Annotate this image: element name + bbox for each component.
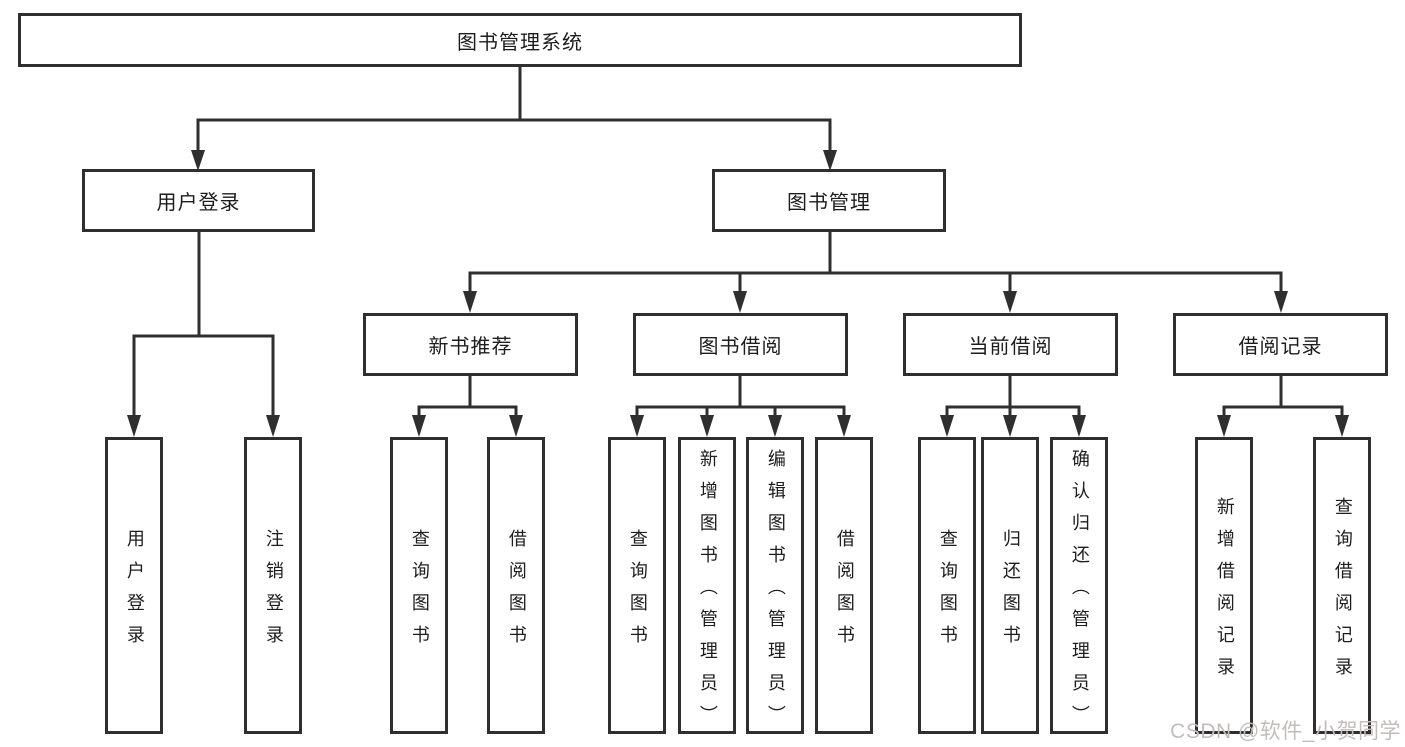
edges-new-book-recommend-to-leaves — [412, 376, 523, 437]
leaf-query-book-current: 查询图书 — [918, 437, 976, 734]
leaf-confirm-return-admin: 确认归还（管理员） — [1050, 437, 1108, 737]
leaf-query-borrow-record: 查询借阅记录 — [1313, 437, 1371, 734]
edges-user-login-to-leaves — [127, 232, 280, 437]
leaf-user-login: 用户登录 — [105, 437, 163, 734]
leaf-borrow-book-recommend: 借阅图书 — [487, 437, 545, 734]
edges-root-to-level2 — [191, 67, 837, 171]
leaf-label: 新增图书（管理员） — [697, 448, 718, 737]
edges-current-borrow-to-leaves — [940, 376, 1086, 437]
node-book-borrow: 图书借阅 — [633, 313, 848, 376]
leaf-label: 借阅图书 — [834, 528, 855, 657]
leaf-label: 借阅图书 — [506, 528, 527, 657]
edges-book-borrow-to-leaves — [630, 376, 851, 437]
leaf-label: 查询图书 — [409, 528, 430, 657]
node-borrow-records: 借阅记录 — [1173, 313, 1388, 376]
csdn-watermark: CSDN @软件_小贺同学 — [1170, 720, 1401, 743]
leaf-edit-book-admin: 编辑图书（管理员） — [746, 437, 804, 737]
leaf-label: 编辑图书（管理员） — [765, 448, 786, 737]
leaf-label: 确认归还（管理员） — [1069, 448, 1090, 737]
leaf-label: 新增借阅记录 — [1214, 496, 1235, 689]
leaf-query-book-recommend: 查询图书 — [390, 437, 448, 734]
leaf-label: 注销登录 — [263, 528, 284, 657]
node-book-management: 图书管理 — [712, 169, 946, 232]
leaf-logout-login: 注销登录 — [244, 437, 302, 734]
leaf-label: 查询借阅记录 — [1332, 496, 1353, 689]
node-root-system: 图书管理系统 — [18, 13, 1022, 67]
leaf-query-book-borrow: 查询图书 — [608, 437, 666, 734]
leaf-label: 归还图书 — [1000, 528, 1021, 657]
edges-borrow-records-to-leaves — [1217, 376, 1349, 437]
node-user-login: 用户登录 — [82, 169, 315, 232]
leaf-label: 用户登录 — [124, 528, 145, 657]
leaf-label: 查询图书 — [627, 528, 648, 657]
leaf-add-book-admin: 新增图书（管理员） — [678, 437, 736, 737]
node-new-book-recommend: 新书推荐 — [363, 313, 578, 376]
node-current-borrow: 当前借阅 — [903, 313, 1118, 376]
leaf-add-borrow-record: 新增借阅记录 — [1195, 437, 1253, 734]
leaf-borrow-book: 借阅图书 — [815, 437, 873, 734]
edges-book-management-to-level3 — [463, 232, 1288, 313]
leaf-return-book: 归还图书 — [981, 437, 1039, 734]
leaf-label: 查询图书 — [937, 528, 958, 657]
